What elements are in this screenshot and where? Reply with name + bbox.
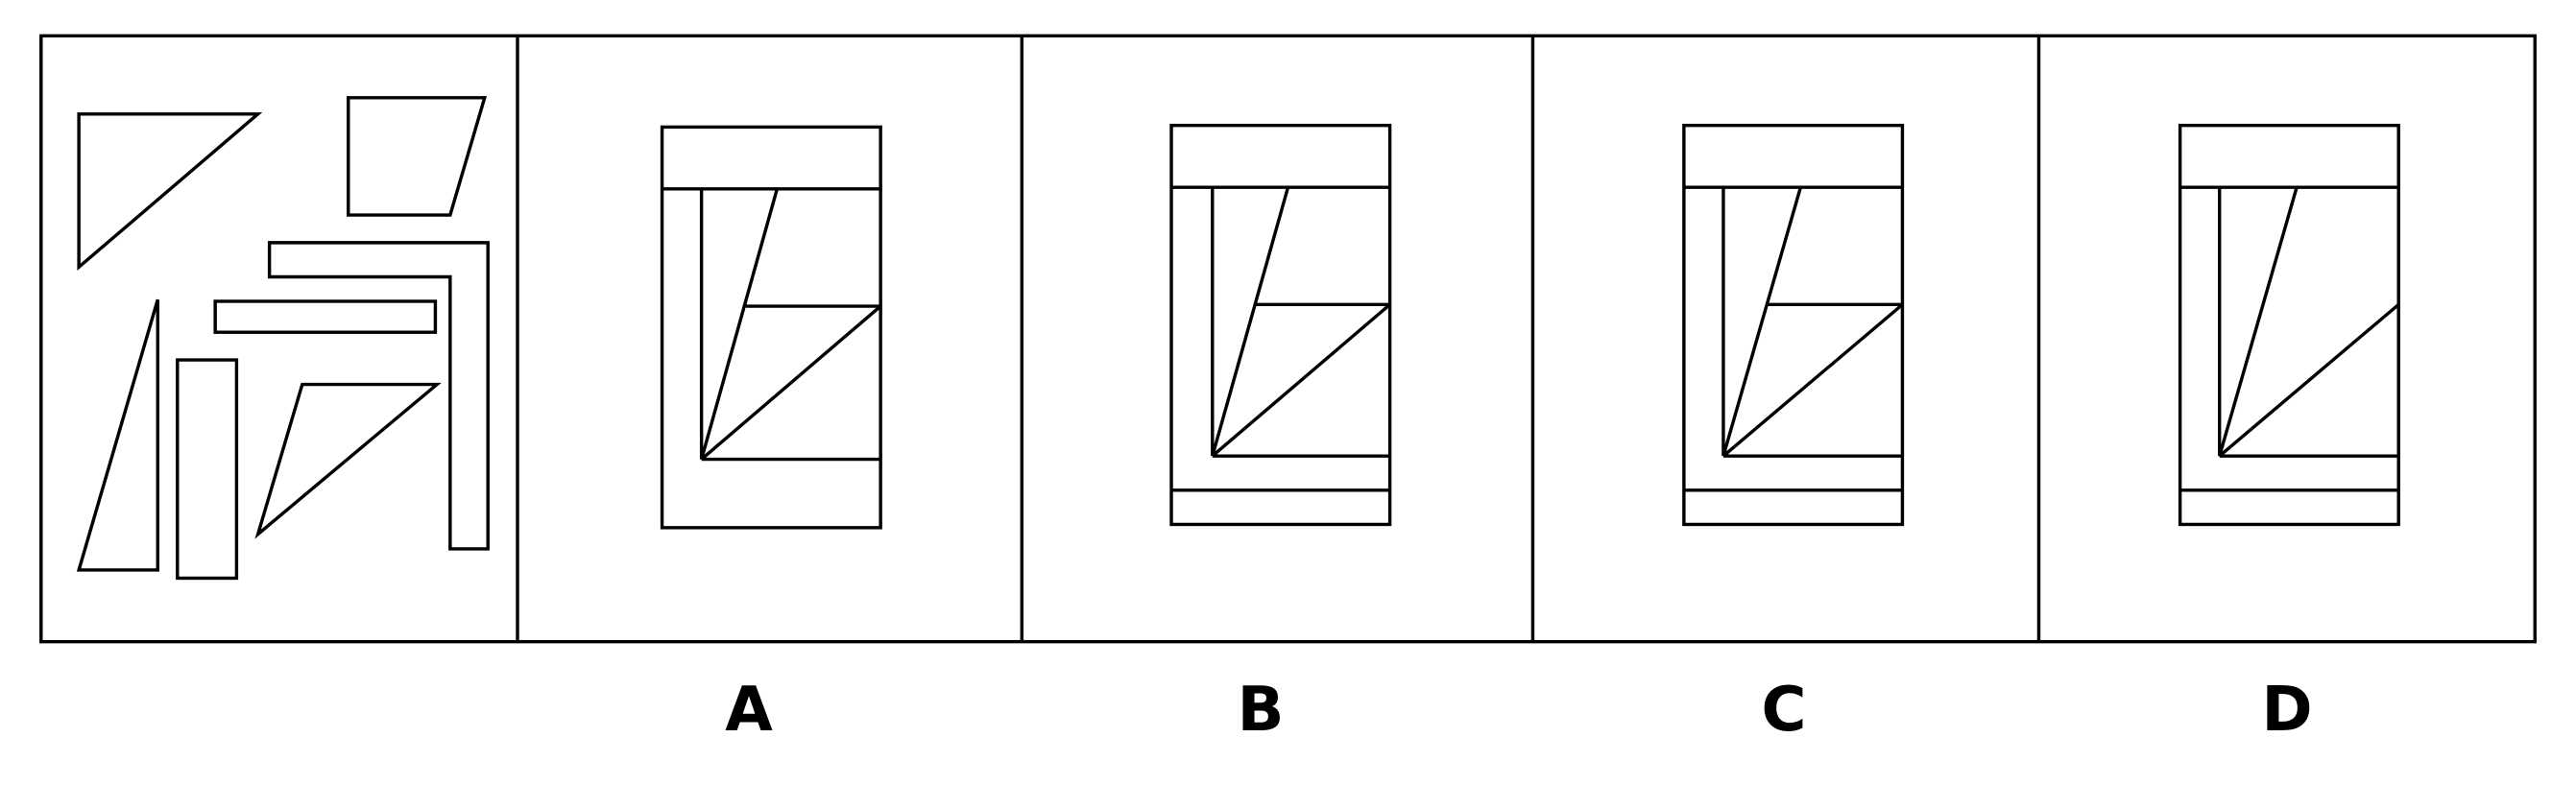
steep-diagonal <box>1211 186 1290 457</box>
l-shape-piece <box>267 241 490 551</box>
option-a-figure <box>660 125 882 530</box>
obtuse-triangle-piece <box>254 382 442 539</box>
option-d-label[interactable]: D <box>2261 675 2313 746</box>
question-panel <box>76 96 490 581</box>
shallow-diagonal <box>1211 303 1391 458</box>
steep-diagonal <box>1721 186 1803 457</box>
steep-diagonal <box>2218 186 2299 457</box>
option-c-figure <box>1682 123 1905 527</box>
shallow-diagonal <box>1721 303 1904 458</box>
option-d-figure <box>2178 123 2400 527</box>
horizontal-bar-piece <box>213 299 438 334</box>
outer-rect <box>660 125 882 530</box>
option-b-label[interactable]: B <box>1237 675 1285 746</box>
parallelogram-piece <box>347 96 488 217</box>
shallow-diagonal <box>2218 303 2400 458</box>
outer-rect <box>2178 123 2400 527</box>
outer-rect <box>1169 123 1392 527</box>
panels-frame <box>39 34 2537 644</box>
option-c-label[interactable]: C <box>1761 675 1807 746</box>
vertical-bar-piece <box>176 358 239 581</box>
triangle-piece <box>77 112 263 272</box>
option-b-figure <box>1169 123 1392 527</box>
steep-diagonal <box>699 188 779 461</box>
shallow-diagonal <box>700 304 882 461</box>
outer-rect <box>1682 123 1905 527</box>
option-a-label[interactable]: A <box>725 675 773 746</box>
tall-triangle-piece <box>76 298 159 572</box>
